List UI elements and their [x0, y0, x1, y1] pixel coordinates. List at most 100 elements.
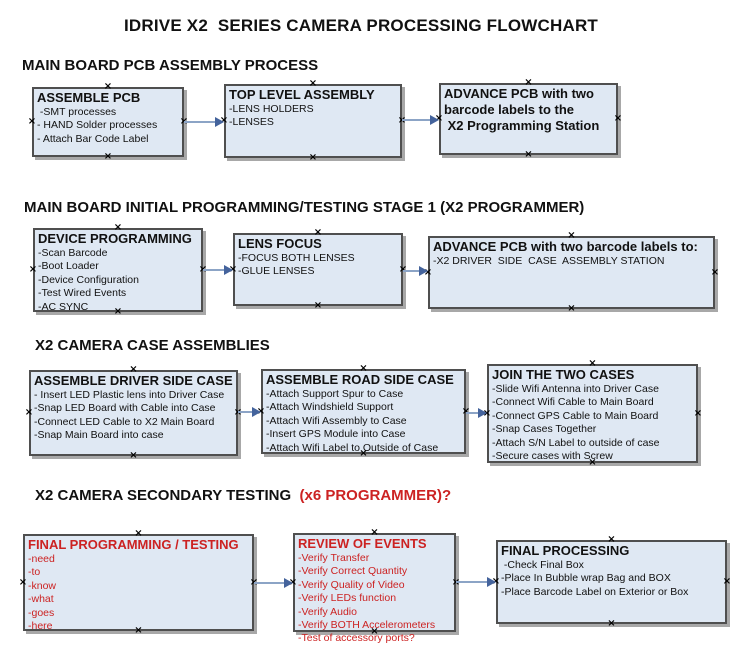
connection-handle-icon: ×: [370, 626, 379, 637]
box-title: FINAL PROGRAMMING / TESTING: [28, 537, 239, 552]
box-item: - Insert LED Plastic lens into Driver Ca…: [34, 389, 225, 401]
connection-handle-icon: ×: [607, 618, 616, 629]
connection-handle-icon: ×: [113, 306, 123, 317]
box-item: -GLUE LENSES: [238, 265, 315, 278]
section-heading-2: MAIN BOARD INITIAL PROGRAMMING/TESTING S…: [24, 199, 584, 216]
connection-handle-icon: ×: [313, 300, 323, 311]
connection-handle-icon: ×: [288, 576, 298, 588]
flow-box-final-processing: FINAL PROCESSING -Check Final Box -Place …: [496, 540, 727, 624]
connection-handle-icon: ×: [27, 116, 37, 127]
box-item: -know: [28, 579, 57, 592]
connection-handle-icon: ×: [613, 113, 623, 124]
box-title: REVIEW OF EVENTS: [298, 536, 427, 551]
flow-box-device-programming: DEVICE PROGRAMMING-Scan Barcode-Boot Loa…: [33, 228, 203, 313]
connection-handle-icon: ×: [524, 149, 533, 160]
box-item: -LENSES: [229, 116, 274, 129]
box-item: -Attach Wifi Assembly to Case: [266, 414, 407, 427]
connector-arrow-top-level-assembly-to-advance-pcb-to-programming: [402, 114, 439, 126]
connection-handle-icon: ×: [588, 358, 597, 369]
arrow-line: [403, 270, 420, 272]
box-item: -Attach S/N Label to outside of case: [492, 436, 660, 449]
box-title: barcode labels to the: [444, 102, 575, 117]
box-item: -Verify Correct Quantity: [298, 565, 408, 578]
section-heading-text: MAIN BOARD PCB ASSEMBLY PROCESS: [22, 57, 319, 74]
box-item: -Attach Windshield Support: [266, 401, 394, 414]
connection-handle-icon: ×: [129, 364, 138, 375]
box-item: -SMT processes: [37, 106, 117, 118]
box-item: -need: [28, 553, 55, 565]
arrow-line: [238, 411, 253, 414]
connection-handle-icon: ×: [28, 264, 38, 275]
arrow-head-icon: [224, 264, 233, 275]
arrow-line: [466, 411, 479, 414]
section-heading-red-text: (x6 PROGRAMMER)?: [299, 487, 452, 504]
arrow-line: [203, 268, 225, 271]
box-item: -Verify LEDs function: [298, 592, 397, 605]
page-title: IDRIVE X2 SERIES CAMERA PROCESSING FLOWC…: [123, 16, 599, 35]
arrow-line: [254, 581, 285, 584]
connection-handle-icon: ×: [398, 263, 408, 275]
box-item: -Slide Wifi Antenna into Driver Case: [492, 383, 659, 395]
connection-handle-icon: ×: [113, 222, 123, 233]
box-item: -Verify Transfer: [298, 552, 370, 564]
connection-handle-icon: ×: [313, 227, 323, 238]
connection-handle-icon: ×: [462, 406, 470, 417]
connector-arrow-lens-focus-to-advance-pcb-to-driver-station: [403, 265, 428, 277]
connection-handle-icon: ×: [134, 528, 143, 539]
connection-handle-icon: ×: [524, 77, 533, 88]
connector-arrow-assemble-road-side-case-to-join-the-two-cases: [466, 407, 487, 419]
box-item: -X2 DRIVER SIDE CASE ASSEMBLY STATION: [433, 255, 665, 267]
box-item: -FOCUS BOTH LENSES: [238, 252, 355, 264]
box-item: - Attach Bar Code Label: [37, 132, 149, 145]
box-title: FINAL PROCESSING: [501, 543, 630, 558]
box-item: -Connect Wifi Cable to Main Board: [492, 396, 654, 409]
connection-handle-icon: ×: [134, 625, 143, 636]
box-item: -Connect LED Cable to X2 Main Board: [34, 415, 215, 428]
box-item: -Snap LED Board with Cable into Case: [34, 402, 216, 415]
box-title: ADVANCE PCB with two barcode labels to:: [433, 239, 698, 254]
arrow-line: [456, 581, 488, 584]
connector-arrow-review-of-events-to-final-processing: [456, 576, 496, 588]
connector-arrow-assemble-driver-side-case-to-assemble-road-side-case: [238, 406, 261, 418]
connection-handle-icon: ×: [722, 576, 732, 587]
connection-handle-icon: ×: [103, 151, 113, 162]
box-item: -Check Final Box: [501, 559, 584, 571]
box-item: -what: [28, 593, 54, 606]
connection-handle-icon: ×: [588, 457, 597, 468]
connector-arrow-device-programming-to-lens-focus: [203, 264, 233, 276]
connector-arrow-assemble-pcb-to-top-level-assembly: [184, 116, 224, 128]
arrow-head-icon: [284, 577, 293, 588]
connection-handle-icon: ×: [710, 266, 720, 278]
box-item: -Attach Support Spur to Case: [266, 388, 404, 400]
box-item: -Verify Audio: [298, 605, 357, 618]
arrow-head-icon: [419, 266, 428, 276]
connector-arrow-final-programming-testing-to-review-of-events: [254, 577, 293, 589]
connection-handle-icon: ×: [567, 303, 576, 314]
section-heading-1: MAIN BOARD PCB ASSEMBLY PROCESS: [22, 57, 318, 74]
box-item: -Verify Quality of Video: [298, 578, 405, 591]
arrow-head-icon: [252, 407, 261, 418]
connection-handle-icon: ×: [359, 448, 368, 459]
box-title: ASSEMBLE PCB: [37, 90, 141, 105]
connection-handle-icon: ×: [491, 576, 501, 587]
box-item: -Device Configuration: [38, 273, 139, 286]
connection-handle-icon: ×: [219, 115, 229, 126]
flow-box-assemble-road-side-case: ASSEMBLE ROAD SIDE CASE-Attach Support S…: [261, 369, 466, 454]
box-title: ADVANCE PCB with two: [444, 86, 594, 101]
box-title: ASSEMBLE DRIVER SIDE CASE: [34, 373, 233, 388]
connection-handle-icon: ×: [423, 266, 433, 278]
connection-handle-icon: ×: [103, 81, 113, 92]
arrow-line: [402, 119, 431, 121]
flow-box-top-level-assembly: TOP LEVEL ASSEMBLY-LENS HOLDERS-LENSES: [224, 84, 402, 158]
box-item: -AC SYNC: [38, 300, 89, 313]
flow-box-join-the-two-cases: JOIN THE TWO CASES-Slide Wifi Antenna in…: [487, 364, 698, 463]
box-item: -goes: [28, 606, 55, 619]
connection-handle-icon: ×: [693, 407, 703, 419]
connection-handle-icon: ×: [18, 576, 28, 588]
box-item: -Place Barcode Label on Exterior or Box: [501, 585, 689, 598]
box-title: JOIN THE TWO CASES: [492, 367, 635, 382]
box-item: -Boot Loader: [38, 260, 99, 273]
box-item: -Verify BOTH Accelerometers: [298, 619, 436, 632]
box-item: -Connect GPS Cable to Main Board: [492, 409, 659, 422]
